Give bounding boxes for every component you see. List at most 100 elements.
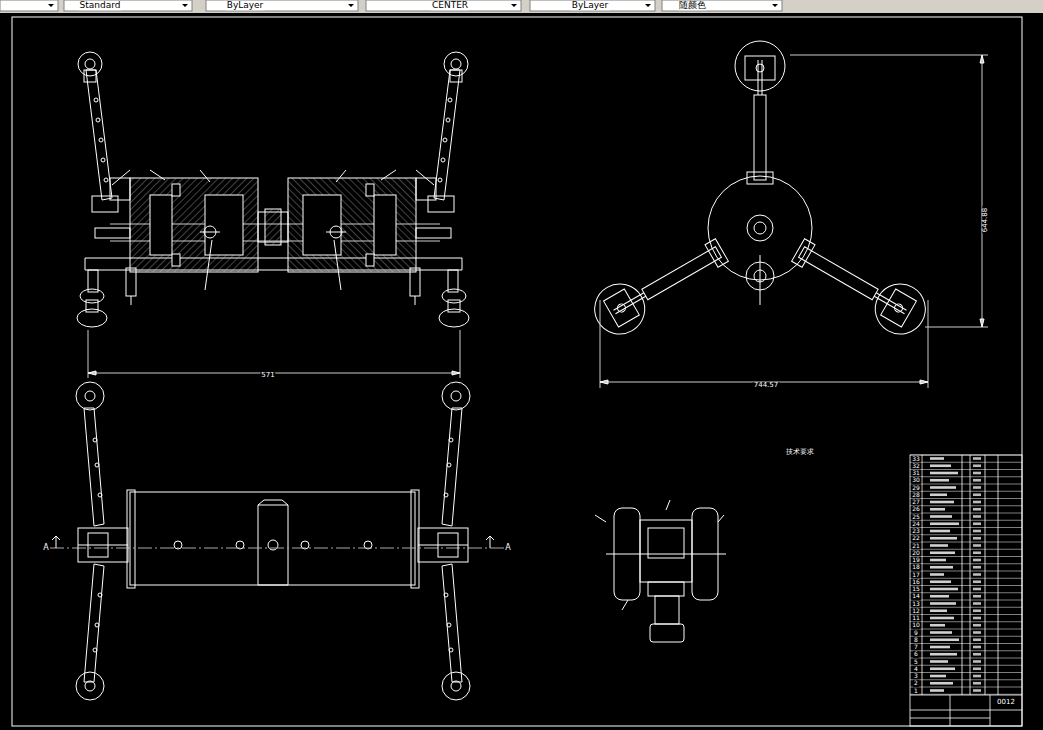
parts-list-rows <box>973 631 981 634</box>
section-letter: A <box>42 544 49 552</box>
top-view <box>76 672 104 700</box>
parts-list-rows <box>930 675 946 678</box>
top-view <box>95 623 99 627</box>
row-number: 14 <box>911 593 921 599</box>
parts-list-rows <box>910 469 1022 470</box>
parts-list-rows <box>910 585 1022 586</box>
parts-list-rows <box>910 614 1022 615</box>
front-view <box>95 228 130 238</box>
parts-list-rows <box>930 617 954 620</box>
front-view <box>77 52 469 378</box>
row-number: 24 <box>911 521 921 527</box>
parts-list-rows <box>910 629 1022 630</box>
parts-list-rows <box>930 588 958 591</box>
parts-list-rows <box>973 624 981 627</box>
parts-list-rows <box>973 675 981 678</box>
detail-view <box>718 515 724 522</box>
parts-list-rows <box>910 650 1022 651</box>
side-view <box>735 41 785 184</box>
parts-list-rows <box>910 549 1022 550</box>
dimension: 571 <box>260 372 275 379</box>
front-view <box>86 70 112 200</box>
row-number: 20 <box>911 550 921 556</box>
row-number: 25 <box>911 513 921 519</box>
parts-list-rows <box>973 501 981 504</box>
top-view <box>76 382 104 410</box>
parts-list-rows <box>910 513 1022 514</box>
parts-list-rows <box>930 472 958 475</box>
top-view <box>418 382 494 700</box>
row-number: 6 <box>913 651 919 657</box>
parts-list <box>910 455 1022 726</box>
detail-view <box>666 500 670 510</box>
toolbar-text: 随颜色 <box>678 1 707 10</box>
parts-list-rows <box>930 479 949 482</box>
parts-list-rows <box>910 694 1022 695</box>
detail-view <box>650 624 684 642</box>
drawing-frame <box>12 17 1022 726</box>
parts-list-rows <box>973 537 981 540</box>
toolbar-text: Standard <box>79 1 122 10</box>
parts-list-rows <box>910 636 1022 637</box>
row-number: 10 <box>911 622 921 628</box>
parts-list <box>910 710 1022 711</box>
parts-list-rows <box>973 609 981 612</box>
parts-list-rows <box>910 498 1022 499</box>
parts-list-rows <box>973 479 981 482</box>
parts-list-rows <box>910 491 1022 492</box>
parts-list-rows <box>973 457 981 460</box>
parts-list-rows <box>930 522 959 525</box>
front-view <box>462 258 463 270</box>
side-view <box>747 215 773 241</box>
detail-view <box>648 528 684 558</box>
parts-list-rows <box>973 667 981 670</box>
parts-list-rows <box>910 571 1022 572</box>
parts-list-rows <box>910 607 1022 608</box>
parts-list-rows <box>973 588 981 591</box>
parts-list-rows <box>910 527 1022 528</box>
parts-list-rows <box>973 660 981 663</box>
row-number: 22 <box>911 535 921 541</box>
section-letter: A <box>504 544 511 552</box>
parts-list-rows <box>973 653 981 656</box>
side-view <box>790 55 988 56</box>
toolbar-text: ByLayer <box>571 1 610 10</box>
side-view <box>754 95 766 180</box>
side-view <box>925 327 988 328</box>
parts-list-rows <box>910 484 1022 485</box>
parts-list-rows <box>973 472 981 475</box>
row-number: 23 <box>911 528 921 534</box>
front-view <box>205 240 212 290</box>
parts-list-rows <box>930 573 944 576</box>
front-view <box>104 178 108 182</box>
parts-list-rows <box>930 602 956 605</box>
top-view <box>258 500 288 505</box>
parts-list-rows <box>973 515 981 518</box>
front-view <box>80 289 104 303</box>
row-number: 31 <box>911 470 921 476</box>
front-view <box>92 196 118 212</box>
top-view <box>84 408 104 526</box>
parts-list-rows <box>910 563 1022 564</box>
row-number: 2 <box>913 680 919 686</box>
side-view <box>735 41 785 91</box>
row-number: 19 <box>911 557 921 563</box>
parts-list-rows <box>973 638 981 641</box>
top-view <box>78 528 128 562</box>
row-number: 7 <box>913 644 919 650</box>
row-number: 18 <box>911 564 921 570</box>
top-view <box>258 505 288 585</box>
parts-list-rows <box>910 534 1022 535</box>
parts-list-rows <box>973 595 981 598</box>
parts-list-rows <box>910 455 1022 694</box>
row-number: 13 <box>911 600 921 606</box>
parts-list-rows <box>973 551 981 554</box>
parts-list-rows <box>973 602 981 605</box>
toolbar <box>530 0 655 11</box>
row-number: 11 <box>911 615 921 621</box>
toolbar <box>662 0 782 11</box>
parts-list-rows <box>930 660 948 663</box>
detail-view <box>655 596 679 624</box>
parts-list-rows <box>910 592 1022 593</box>
